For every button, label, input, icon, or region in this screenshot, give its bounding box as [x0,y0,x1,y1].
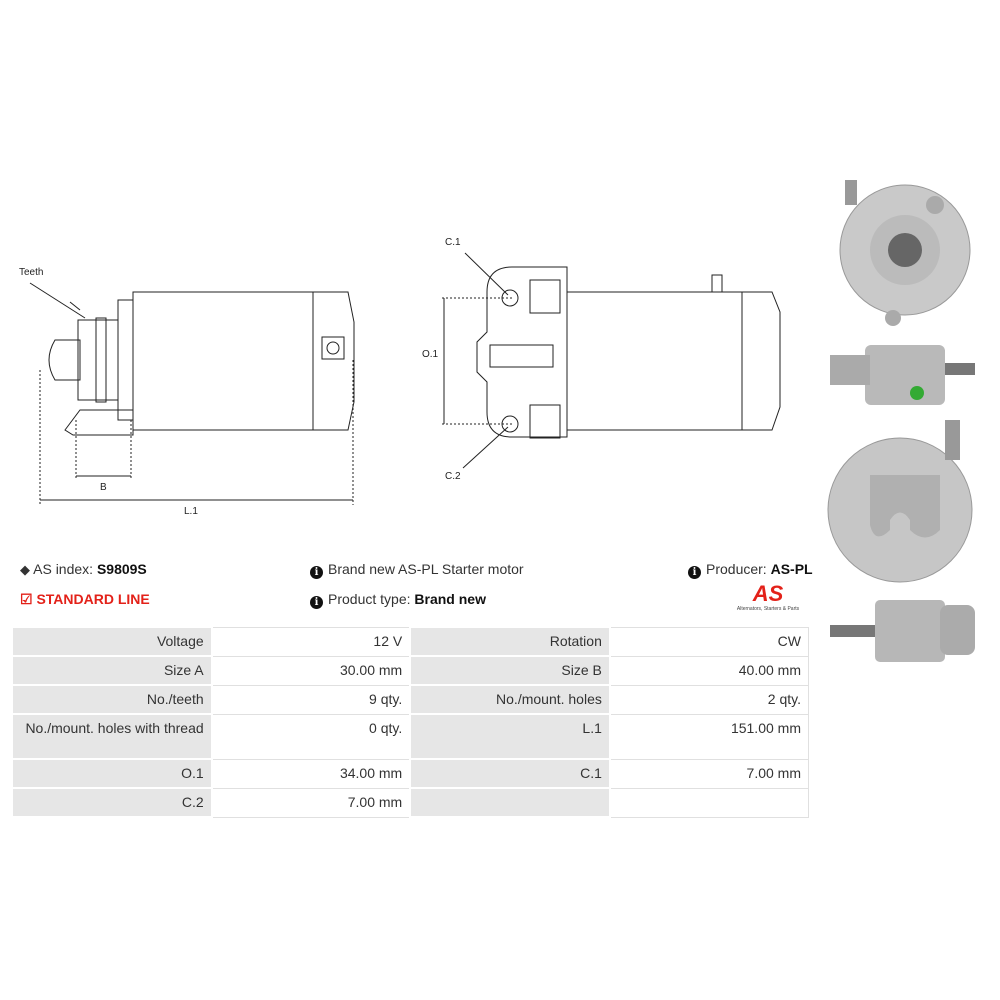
product-photos [827,180,975,662]
as-logo: AS Alternators, Starters & Parts [736,581,800,613]
technical-drawing [29,252,781,505]
spec-key: O.1 [11,758,213,789]
spec-value: 34.00 mm [211,758,411,789]
photo-bottom-view [830,600,975,662]
label-o1: O.1 [422,349,439,360]
spec-key: L.1 [409,713,611,760]
label-c2: C.2 [445,471,461,482]
info-icon: i [310,596,323,609]
info-icon: i [688,566,701,579]
label-teeth: Teeth [19,267,44,278]
spec-key: No./mount. holes with thread [11,713,213,760]
as-index: ◆ AS index: S9809S [20,561,147,577]
spec-key: Size B [409,655,611,686]
spec-value: 151.00 mm [609,713,809,760]
photo-side-view [830,345,975,405]
spec-value: 7.00 mm [211,787,411,818]
motor-body [132,291,314,431]
spec-value: CW [609,626,809,657]
photo-rear-view [827,420,973,583]
spec-value [609,787,809,818]
end-cap [312,291,355,431]
spec-key [409,787,611,818]
spec-key: C.1 [409,758,611,789]
label-c1: C.1 [445,237,461,248]
spec-value: 2 qty. [609,684,809,715]
spec-value: 0 qty. [211,713,411,760]
spec-value: 7.00 mm [609,758,809,789]
tag-icon: ◆ [20,562,30,577]
spec-key: Voltage [11,626,213,657]
label-l1: L.1 [184,506,198,517]
photo-front-view [839,180,971,326]
spec-key: Rotation [409,626,611,657]
label-b: B [100,482,107,493]
spec-key: No./mount. holes [409,684,611,715]
mount-flange [476,266,568,438]
info-icon: i [310,566,323,579]
spec-key: C.2 [11,787,213,818]
spec-value: 30.00 mm [211,655,411,686]
spec-value: 9 qty. [211,684,411,715]
spec-value: 12 V [211,626,411,657]
checkbox-icon: ☑ [20,591,33,607]
spec-key: Size A [11,655,213,686]
spec-key: No./teeth [11,684,213,715]
spec-value: 40.00 mm [609,655,809,686]
standard-line-badge: ☑ STANDARD LINE [20,591,150,607]
